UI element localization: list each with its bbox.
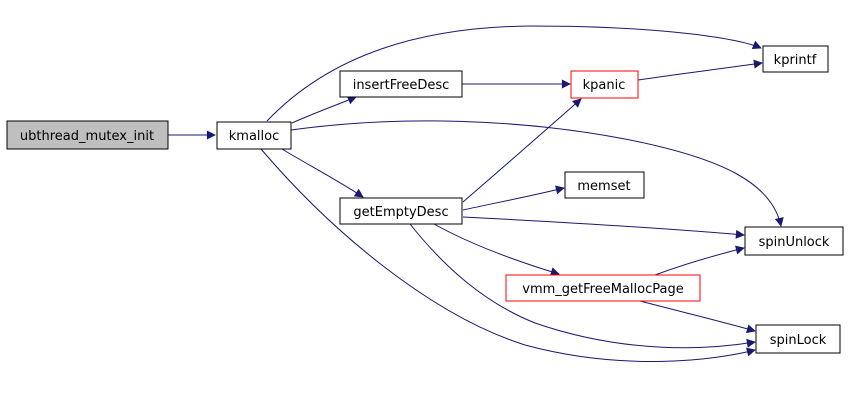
node-label-ubthread_mutex_init: ubthread_mutex_init <box>20 129 154 144</box>
nodes-layer: ubthread_mutex_init kmalloc insertFreeDe… <box>6 45 844 354</box>
node-box-kpanic[interactable] <box>570 70 639 99</box>
node-box-kmalloc[interactable] <box>216 121 292 150</box>
node-label-kprintf: kprintf <box>774 53 817 68</box>
node-kpanic[interactable]: kpanic <box>570 70 639 99</box>
edge-getEmptyDesc-kpanic <box>462 98 582 203</box>
node-box-vmm_getFreeMallocPage[interactable] <box>505 274 701 302</box>
edge-getEmptyDesc-memset <box>462 185 565 211</box>
node-box-spinUnlock[interactable] <box>744 226 844 256</box>
edge-vmm_getFreeMallocPage-spinLock <box>639 300 756 334</box>
node-label-insertFreeDesc: insertFreeDesc <box>353 78 450 93</box>
edge-getEmptyDesc-vmm_getFreeMallocPage <box>433 223 560 276</box>
edge-getEmptyDesc-spinLock <box>409 223 756 349</box>
edge-getEmptyDesc-spinUnlock <box>462 216 745 239</box>
node-getEmptyDesc[interactable]: getEmptyDesc <box>339 197 463 225</box>
node-insertFreeDesc[interactable]: insertFreeDesc <box>339 70 463 98</box>
node-label-getEmptyDesc: getEmptyDesc <box>353 205 448 220</box>
node-box-kprintf[interactable] <box>762 45 829 73</box>
edge-kmalloc-insertFreeDesc <box>291 95 357 124</box>
node-label-spinLock: spinLock <box>770 333 827 348</box>
node-box-spinLock[interactable] <box>755 324 841 354</box>
node-vmm_getFreeMallocPage[interactable]: vmm_getFreeMallocPage <box>505 274 701 302</box>
edge-vmm_getFreeMallocPage-spinUnlock <box>654 245 745 276</box>
node-box-getEmptyDesc[interactable] <box>339 197 463 225</box>
edge-kmalloc-kprintf <box>266 25 762 122</box>
node-label-spinUnlock: spinUnlock <box>759 235 830 250</box>
node-ubthread_mutex_init: ubthread_mutex_init <box>6 120 169 150</box>
node-kmalloc[interactable]: kmalloc <box>216 121 292 150</box>
node-box-ubthread_mutex_init <box>6 120 169 150</box>
node-kprintf[interactable]: kprintf <box>762 45 829 73</box>
edge-kmalloc-getEmptyDesc <box>281 148 364 198</box>
node-memset[interactable]: memset <box>564 171 645 199</box>
node-box-insertFreeDesc[interactable] <box>339 70 463 98</box>
node-spinLock[interactable]: spinLock <box>755 324 841 354</box>
node-spinUnlock[interactable]: spinUnlock <box>744 226 844 256</box>
edge-kmalloc-spinLock <box>260 148 756 362</box>
node-label-kpanic: kpanic <box>583 78 626 93</box>
edges-layer <box>168 25 784 362</box>
node-label-memset: memset <box>577 179 630 194</box>
edge-kmalloc-spinUnlock <box>290 120 784 227</box>
node-label-vmm_getFreeMallocPage: vmm_getFreeMallocPage <box>522 282 683 297</box>
edge-kpanic-kprintf <box>637 59 763 81</box>
node-box-memset[interactable] <box>564 171 645 199</box>
node-label-kmalloc: kmalloc <box>229 129 279 144</box>
